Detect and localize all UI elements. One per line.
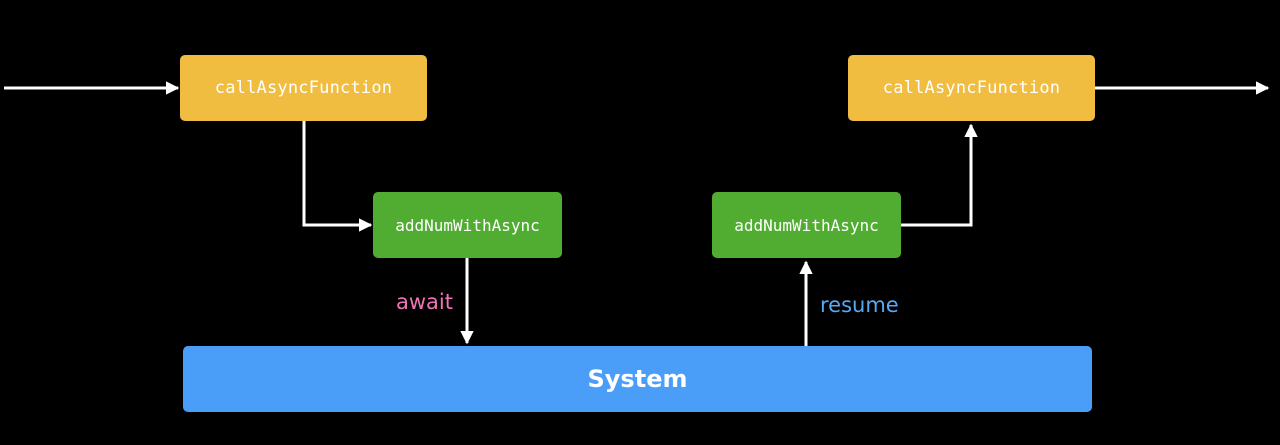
call-async-function-end-node: callAsyncFunction [848,55,1095,121]
system-node: System [183,346,1092,412]
resume-label: resume [820,293,899,317]
await-label: await [396,290,453,314]
add-to-call-arrow [901,123,978,227]
call-async-function-start-node: callAsyncFunction [180,55,427,121]
add-num-with-async-resume-node: addNumWithAsync [712,192,901,258]
add-num-with-async-suspend-node: addNumWithAsync [373,192,562,258]
call-to-add-arrow [302,121,373,232]
